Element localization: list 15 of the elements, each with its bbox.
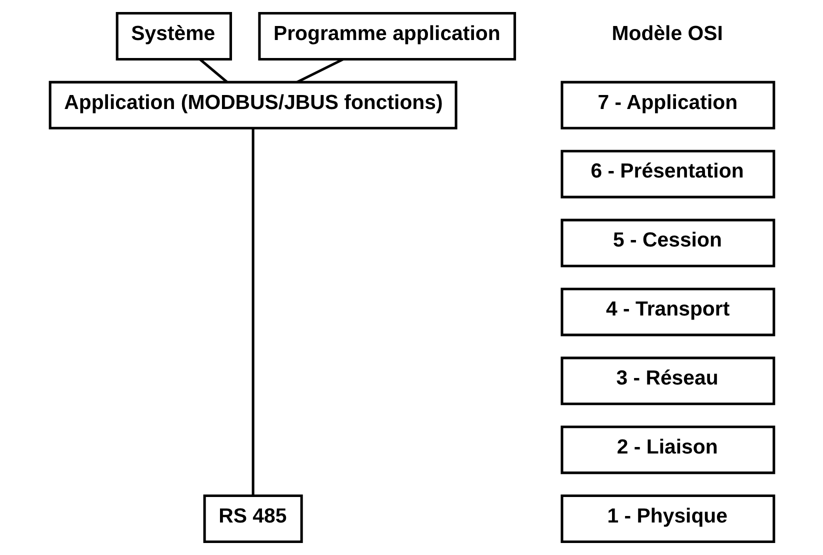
label: Modèle OSI — [611, 22, 722, 45]
node-box: 2 - Liaison — [560, 426, 775, 474]
node-box: 4 - Transport — [560, 288, 775, 336]
node-box: Application (MODBUS/JBUS fonctions) — [48, 80, 457, 130]
node-box: 3 - Réseau — [560, 356, 775, 406]
connector — [296, 58, 344, 84]
connector — [198, 58, 228, 83]
node-box: Système — [115, 12, 232, 60]
node-box: 5 - Cession — [560, 218, 775, 268]
node-box: Programme application — [258, 12, 516, 60]
node-box: 7 - Application — [560, 80, 775, 130]
node-box: RS 485 — [202, 494, 302, 544]
node-box: 6 - Présentation — [560, 150, 775, 198]
connector — [251, 128, 254, 496]
node-box: 1 - Physique — [560, 494, 775, 544]
